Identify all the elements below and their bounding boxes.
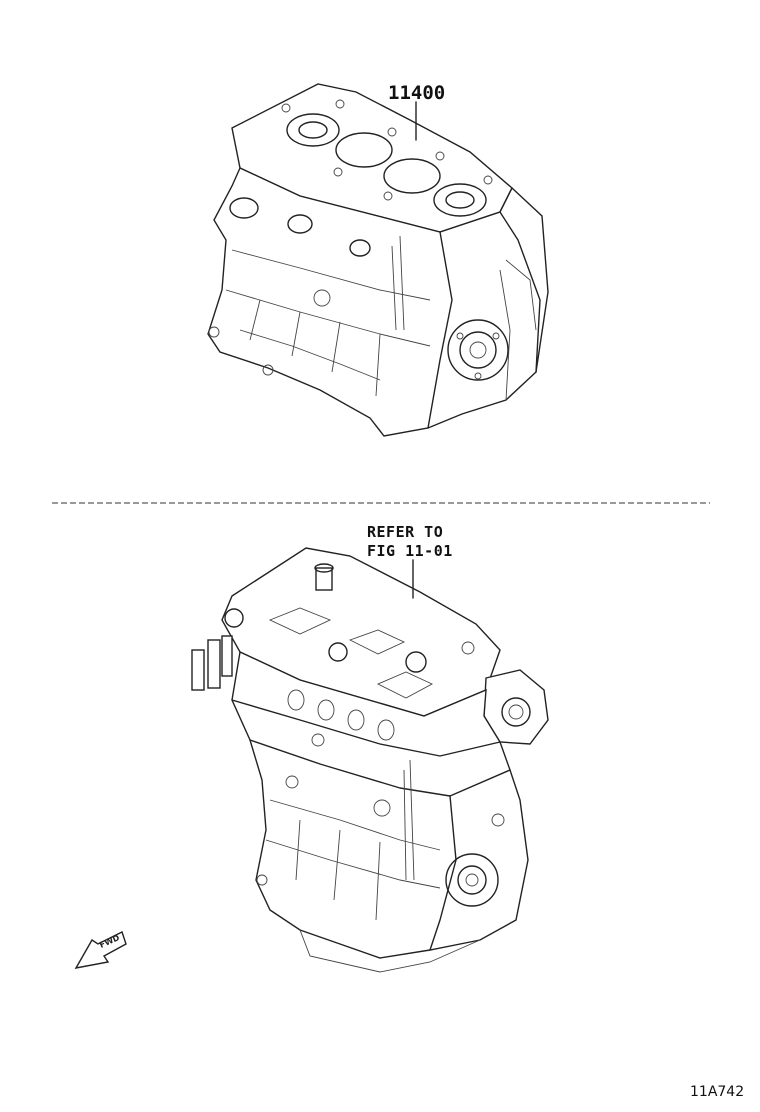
- engine-partial-assembly-icon: [191, 547, 549, 973]
- refer-figure-link[interactable]: FIG 11-01: [367, 542, 453, 560]
- engine-short-block-icon: [207, 83, 549, 437]
- refer-to-label: REFER TO: [367, 523, 444, 541]
- part-number-label[interactable]: 11400: [388, 82, 446, 104]
- figure-id: 11A742: [690, 1084, 745, 1100]
- fwd-arrow-icon: FWD: [74, 931, 127, 969]
